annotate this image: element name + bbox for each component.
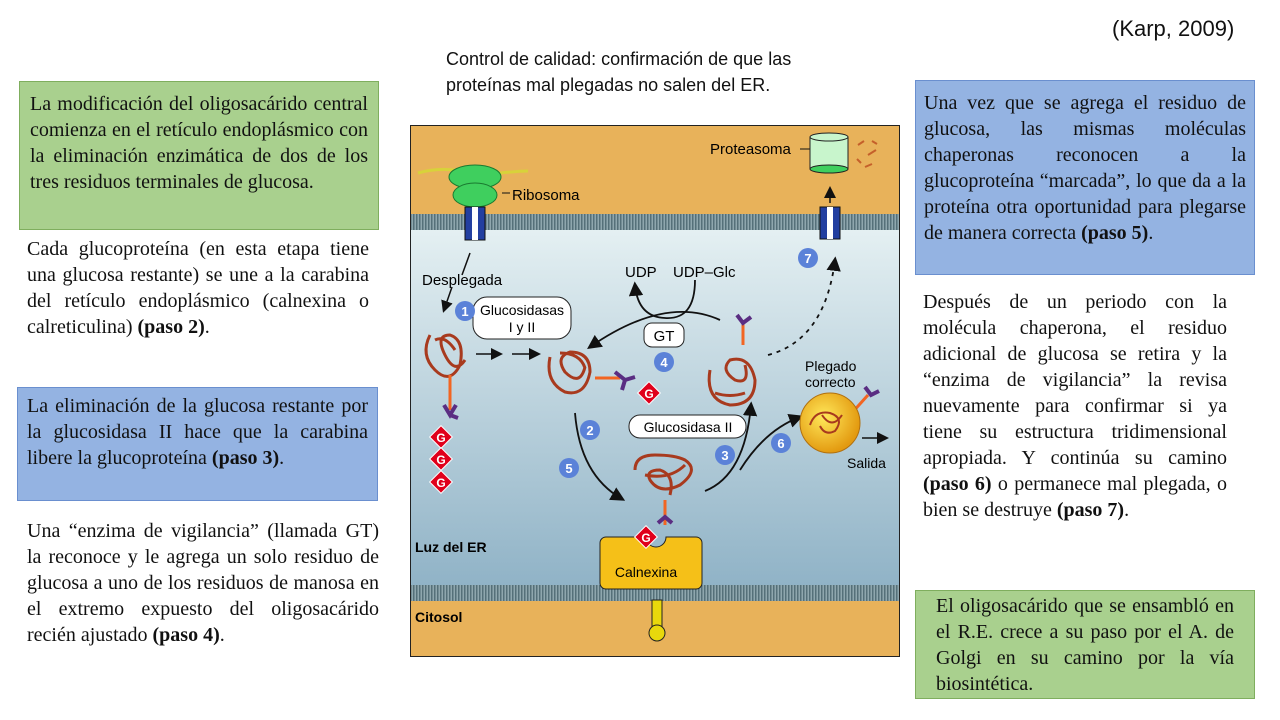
- calnexin-icon: [599, 536, 703, 642]
- text-step-6-body: Después de un periodo con la molécula ch…: [923, 291, 1227, 469]
- text-step-7-body: o permanece mal plegada, o bien se destr…: [923, 473, 1227, 521]
- step-2-ref: (paso 2): [137, 316, 205, 338]
- step-3-badge: 3: [715, 445, 735, 465]
- glucose-residues: G G G G: [428, 380, 662, 495]
- glucose-icon: G: [428, 446, 454, 472]
- er-lumen-label: Luz del ER: [415, 539, 487, 555]
- step-5-badge: 5: [559, 458, 579, 478]
- step-4-ref: (paso 4): [152, 624, 220, 646]
- text-steps-6-7: Después de un periodo con la molécula ch…: [923, 289, 1227, 523]
- period: .: [219, 624, 225, 646]
- proteasome-label: Proteasoma: [710, 141, 792, 158]
- period: .: [1124, 499, 1130, 521]
- step-5-ref: (paso 5): [1081, 222, 1149, 244]
- step-number: 4: [660, 355, 668, 370]
- glucose-icon: G: [633, 524, 659, 550]
- slide-title: Control de calidad: confirmación de que …: [446, 46, 886, 98]
- citation: (Karp, 2009): [1112, 16, 1235, 41]
- step-7-badge: 7: [798, 248, 818, 268]
- proteasome-icon: [809, 132, 849, 174]
- glucosidases-label: Glucosidasas: [480, 302, 564, 318]
- peptide-fragments-icon: [856, 140, 878, 168]
- glucose-label: G: [644, 387, 653, 401]
- text-box-oligosaccharide-modification: La modificación del oligosacárido centra…: [19, 81, 379, 230]
- udp-label: UDP: [625, 264, 657, 281]
- glucose-label: G: [641, 531, 650, 545]
- step-number: 2: [586, 423, 593, 438]
- step-3-ref: (paso 3): [211, 447, 280, 469]
- title-line-2: proteínas mal plegadas no salen del ER.: [446, 75, 771, 95]
- quality-control-diagram: Ribosoma Proteasoma Desplegada UDP UDP–G…: [410, 125, 900, 657]
- step-number: 3: [721, 448, 728, 463]
- unfolded-label: Desplegada: [422, 272, 503, 289]
- calnexin-label: Calnexina: [615, 564, 677, 580]
- exit-label: Salida: [847, 455, 886, 471]
- period: .: [1148, 222, 1154, 244]
- glucose-icon: G: [428, 424, 454, 450]
- glucose-label: G: [436, 431, 445, 445]
- step-6-ref: (paso 6): [923, 473, 992, 495]
- udp-glc-label: UDP–Glc: [673, 264, 736, 281]
- glucose-icon: G: [428, 469, 454, 495]
- text-step-3-body: La eliminación de la glucosa restante po…: [27, 395, 368, 469]
- step-7-ref: (paso 7): [1056, 499, 1125, 521]
- step-4-badge: 4: [654, 352, 674, 372]
- er-membrane-bottom: [411, 585, 899, 601]
- glucose-label: G: [436, 476, 445, 490]
- step-number: 1: [461, 304, 468, 319]
- text-step-4-body: Una “enzima de vigilancia” (llamada GT) …: [27, 520, 379, 646]
- text-step-4: Una “enzima de vigilancia” (llamada GT) …: [27, 518, 379, 648]
- text-box-golgi: El oligosacárido que se ensambló en el R…: [915, 590, 1255, 699]
- cytosol-label: Citosol: [415, 609, 462, 625]
- glucosidases-box: Glucosidasas I y II: [472, 296, 572, 340]
- gt-label: GT: [654, 328, 675, 345]
- period: .: [279, 447, 285, 469]
- text-step-2: Cada glucoproteína (en esta etapa tiene …: [27, 236, 369, 340]
- period: .: [204, 316, 210, 338]
- step-6-badge: 6: [771, 433, 791, 453]
- ribosome-label: Ribosoma: [512, 187, 580, 204]
- glucosidase-ii-label: Glucosidasa II: [644, 419, 733, 435]
- title-line-1: Control de calidad: confirmación de que …: [446, 49, 792, 69]
- step-number: 6: [777, 436, 784, 451]
- glucosidase-ii-box: Glucosidasa II: [628, 414, 747, 439]
- text-box-step-3: La eliminación de la glucosa restante po…: [17, 387, 378, 501]
- step-number: 5: [565, 461, 572, 476]
- folded-label: Plegado: [805, 358, 857, 374]
- er-membrane-top: [411, 214, 899, 230]
- glucose-icon: G: [636, 380, 662, 406]
- step-1-badge: 1: [455, 301, 475, 321]
- step-2-badge: 2: [580, 420, 600, 440]
- text-box-step-5: Una vez que se agrega el residuo de gluc…: [915, 80, 1255, 275]
- translocon-channel-icon: [819, 206, 841, 240]
- text-step-5-body: Una vez que se agrega el residuo de gluc…: [924, 92, 1246, 244]
- ribosome-icon: [417, 164, 529, 241]
- step-number: 7: [804, 251, 811, 266]
- glucose-label: G: [436, 453, 445, 467]
- text-step-2-body: Cada glucoproteína (en esta etapa tiene …: [27, 238, 369, 338]
- gt-box: GT: [643, 322, 685, 348]
- protein-icon: [424, 333, 757, 496]
- glucosidases-label-2: I y II: [509, 319, 535, 335]
- folded-label-2: correcto: [805, 374, 856, 390]
